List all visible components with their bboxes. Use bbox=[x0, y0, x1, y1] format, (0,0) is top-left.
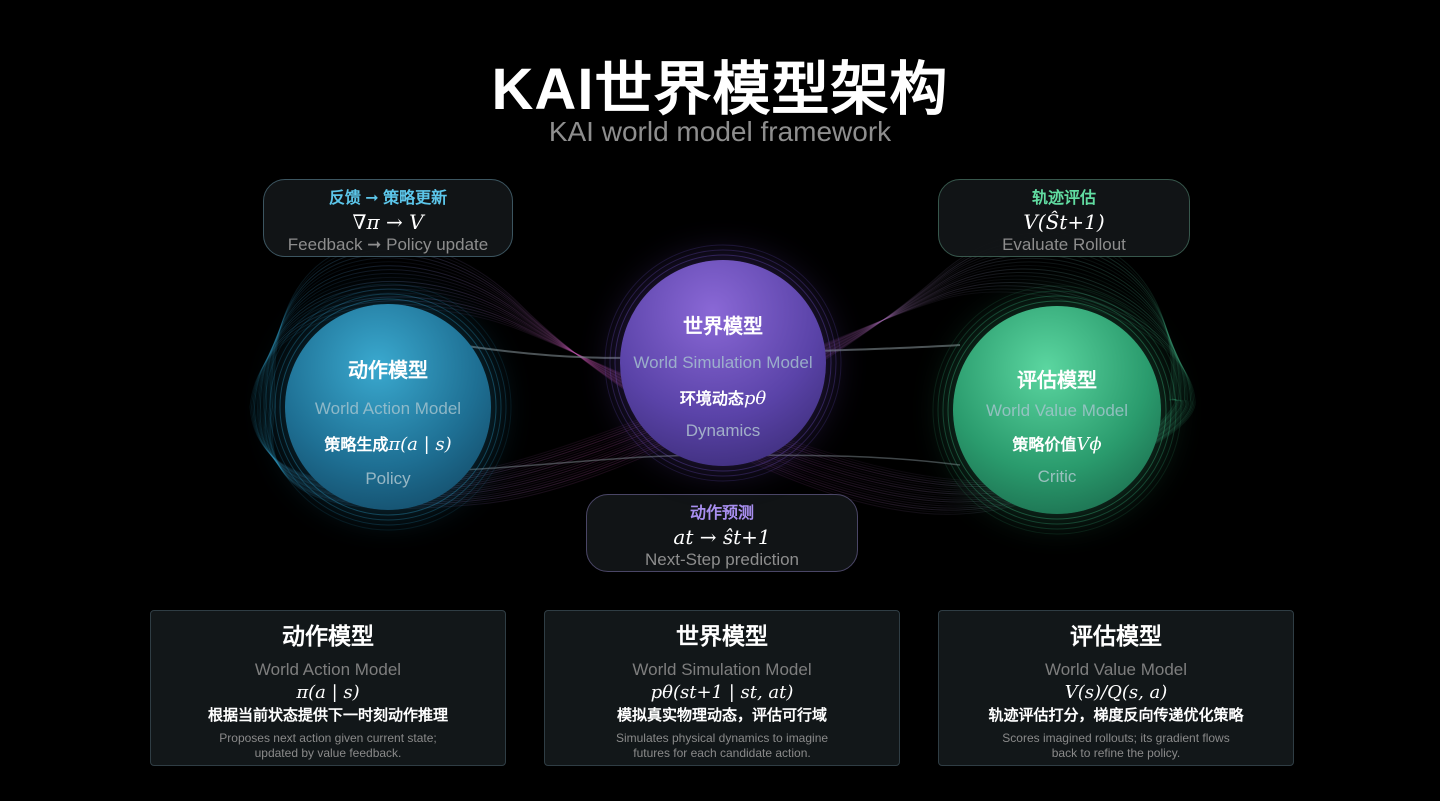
rollout-pill: 轨迹评估 V(Ŝt+1) Evaluate Rollout bbox=[938, 179, 1190, 257]
world-card-desc: 模拟真实物理动态，评估可行域 bbox=[616, 707, 827, 724]
world-node-sub: Dynamics bbox=[685, 421, 761, 440]
flow-ribbon-line bbox=[258, 271, 1188, 493]
predict-label: 动作预测 bbox=[689, 505, 754, 522]
action-node-desc: 策略生成π(a | s) bbox=[324, 434, 452, 455]
action-model-node: 动作模型 World Action Model 策略生成π(a | s) Pol… bbox=[285, 304, 491, 510]
node-halo-ring bbox=[614, 254, 832, 472]
flow-ribbon-line bbox=[254, 282, 1192, 489]
action-card-formula: π(a | s) bbox=[296, 682, 360, 703]
world-model-card: 世界模型 World Simulation Model pθ(st+1 | st… bbox=[544, 610, 900, 766]
flow-ribbon-line bbox=[270, 235, 1177, 513]
action-card-en: World Action Model bbox=[254, 660, 402, 679]
flow-ribbon-line bbox=[271, 232, 1176, 515]
world-card-title: 世界模型 bbox=[676, 623, 768, 649]
node-halo-ring bbox=[937, 290, 1177, 530]
predict-caption: Next-Step prediction bbox=[644, 550, 800, 569]
flow-ribbon-line bbox=[252, 285, 1193, 487]
action-node-en: World Action Model bbox=[314, 399, 462, 418]
node-halo-ring bbox=[269, 288, 507, 526]
node-halo-ring bbox=[942, 295, 1172, 525]
node-halo-ring bbox=[609, 249, 837, 477]
value-node-sub: Critic bbox=[1037, 467, 1077, 486]
value-card-en: World Value Model bbox=[1044, 660, 1188, 679]
rollout-formula: V(Ŝt+1) bbox=[1023, 210, 1105, 234]
flow-ribbon-line bbox=[256, 275, 1190, 492]
feedback-pill: 反馈 ➞ 策略更新 ∇π → V Feedback ➞ Policy updat… bbox=[263, 179, 513, 257]
node-halo-ring bbox=[274, 293, 502, 521]
node-halo-ring bbox=[947, 300, 1167, 520]
action-card-note: Proposes next action given current state… bbox=[219, 731, 437, 760]
value-card-formula: V(s)/Q(s, a) bbox=[1064, 682, 1168, 703]
flow-ribbon-line bbox=[249, 291, 1196, 484]
action-card-desc: 根据当前状态提供下一时刻动作推理 bbox=[207, 707, 448, 724]
value-card-note: Scores imagined rollouts; its gradient f… bbox=[1002, 731, 1230, 760]
action-card-title: 动作模型 bbox=[282, 623, 374, 649]
world-node-en: World Simulation Model bbox=[633, 353, 813, 372]
rollout-caption: Evaluate Rollout bbox=[1002, 235, 1126, 254]
value-card-title: 评估模型 bbox=[1070, 623, 1162, 649]
node-halo-ring bbox=[264, 283, 512, 531]
feedback-caption: Feedback ➞ Policy update bbox=[287, 235, 489, 254]
action-node-title: 动作模型 bbox=[348, 360, 428, 382]
predict-formula: at → ŝt+1 bbox=[673, 525, 771, 549]
action-node-sub: Policy bbox=[365, 469, 411, 488]
value-model-card: 评估模型 World Value Model V(s)/Q(s, a) 轨迹评估… bbox=[938, 610, 1294, 766]
node-halo-ring bbox=[279, 298, 497, 516]
page-subtitle: KAI world model framework bbox=[548, 116, 892, 147]
value-card-desc: 轨迹评估打分，梯度反向传递优化策略 bbox=[988, 707, 1244, 724]
flow-ribbon-line bbox=[261, 265, 1186, 497]
value-node-desc: 策略价值Vϕ bbox=[1012, 434, 1102, 455]
action-model-card: 动作模型 World Action Model π(a | s) 根据当前状态提… bbox=[150, 610, 506, 766]
value-node-title: 评估模型 bbox=[1017, 370, 1097, 392]
flow-ribbon-line bbox=[255, 278, 1191, 490]
rollout-label: 轨迹评估 bbox=[1031, 190, 1096, 207]
world-card-en: World Simulation Model bbox=[632, 660, 812, 679]
feedback-label: 反馈 ➞ 策略更新 bbox=[328, 190, 448, 207]
flow-ribbon-line bbox=[259, 268, 1187, 495]
world-node-desc: 环境动态pθ bbox=[679, 388, 767, 409]
node-halo-ring bbox=[604, 244, 842, 482]
value-model-node: 评估模型 World Value Model 策略价值Vϕ Critic bbox=[953, 306, 1161, 514]
flow-ribbon-line bbox=[262, 261, 1184, 499]
value-node-en: World Value Model bbox=[985, 401, 1129, 420]
predict-pill: 动作预测 at → ŝt+1 Next-Step prediction bbox=[586, 494, 858, 572]
page-title: KAI世界模型架构 bbox=[491, 57, 949, 122]
world-model-node: 世界模型 World Simulation Model 环境动态pθ Dynam… bbox=[620, 260, 826, 466]
world-card-formula: pθ(st+1 | st, at) bbox=[650, 682, 794, 703]
world-node-title: 世界模型 bbox=[683, 316, 763, 338]
node-halo-ring bbox=[932, 285, 1182, 535]
feedback-formula: ∇π → V bbox=[352, 210, 424, 234]
